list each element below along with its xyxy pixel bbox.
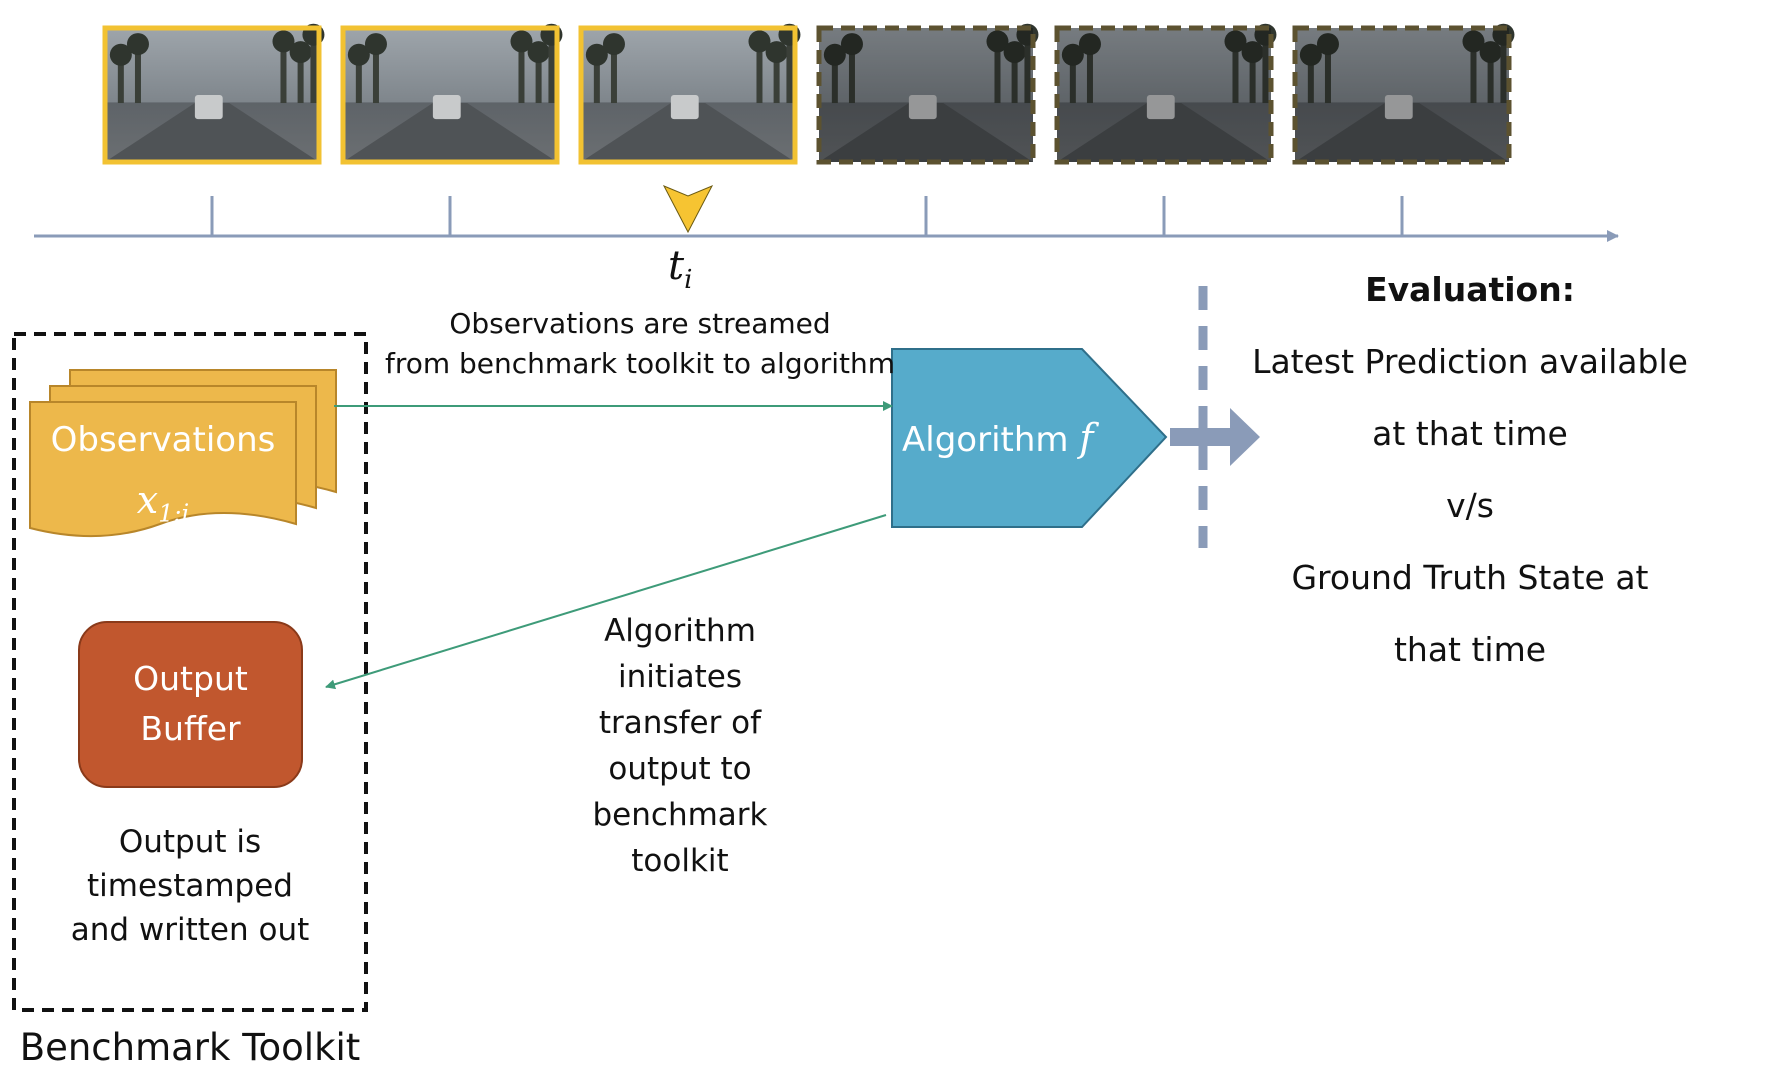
transfer-arrow	[325, 514, 887, 690]
transfer-label-line1: Algorithm	[604, 613, 756, 649]
stream-label-line2: from benchmark toolkit to algorithm	[384, 347, 896, 380]
observations-var: x	[136, 478, 159, 522]
transfer-label-line6: toolkit	[631, 843, 729, 879]
frame-5	[1054, 23, 1277, 165]
transfer-label-line5: benchmark	[592, 797, 768, 833]
output-note-line1: Output is	[118, 824, 262, 860]
frame-4	[816, 23, 1039, 165]
output-buffer-line2: Buffer	[140, 709, 241, 748]
output-note-line2: timestamped	[87, 868, 293, 904]
algorithm-symbol: f	[1079, 416, 1094, 460]
observations-title: Observations	[50, 420, 276, 460]
transfer-label: Algorithm initiates transfer of output t…	[560, 608, 800, 884]
timeline-ticks	[210, 196, 1404, 236]
evaluation-line5: that time	[1393, 630, 1547, 669]
stream-label-line1: Observations are streamed	[449, 307, 831, 340]
output-buffer-box	[78, 621, 303, 788]
transfer-label-line3: transfer of	[598, 705, 762, 741]
time-symbol: t	[668, 243, 685, 289]
transfer-label-line2: initiates	[617, 659, 742, 695]
frame-6	[1292, 23, 1515, 165]
observations-variable: x1:i	[30, 476, 296, 530]
observations-sub: 1:i	[158, 499, 190, 528]
frame-1	[102, 23, 325, 165]
evaluation-panel: Evaluation: Latest Prediction available …	[1220, 254, 1720, 686]
output-buffer-label: Output Buffer	[79, 654, 302, 754]
algorithm-block	[891, 348, 1168, 528]
output-note-line3: and written out	[70, 912, 310, 948]
frame-strip	[102, 23, 1515, 165]
output-buffer-line1: Output	[133, 659, 248, 698]
transfer-label-line4: output to	[608, 751, 752, 787]
benchmark-toolkit-boundary	[12, 332, 368, 1012]
evaluation-line4: Ground Truth State at	[1291, 558, 1649, 597]
algorithm-label: Algorithm f	[902, 414, 1152, 463]
benchmark-toolkit-label: Benchmark Toolkit	[19, 1026, 361, 1069]
algorithm-name: Algorithm	[902, 420, 1069, 460]
frame-2	[340, 23, 563, 165]
frame-3	[578, 23, 801, 165]
observations-stack	[29, 369, 337, 538]
evaluation-line3: v/s	[1446, 486, 1494, 525]
evaluation-line2: at that time	[1372, 414, 1568, 453]
evaluation-title: Evaluation:	[1365, 270, 1575, 309]
evaluation-arrow	[1170, 408, 1260, 466]
stream-label: Observations are streamed from benchmark…	[380, 304, 900, 384]
time-label: ti	[668, 240, 728, 298]
evaluation-line1: Latest Prediction available	[1252, 342, 1688, 381]
time-subscript: i	[684, 265, 693, 295]
output-note: Output is timestamped and written out	[40, 820, 340, 952]
current-time-marker	[662, 185, 714, 234]
